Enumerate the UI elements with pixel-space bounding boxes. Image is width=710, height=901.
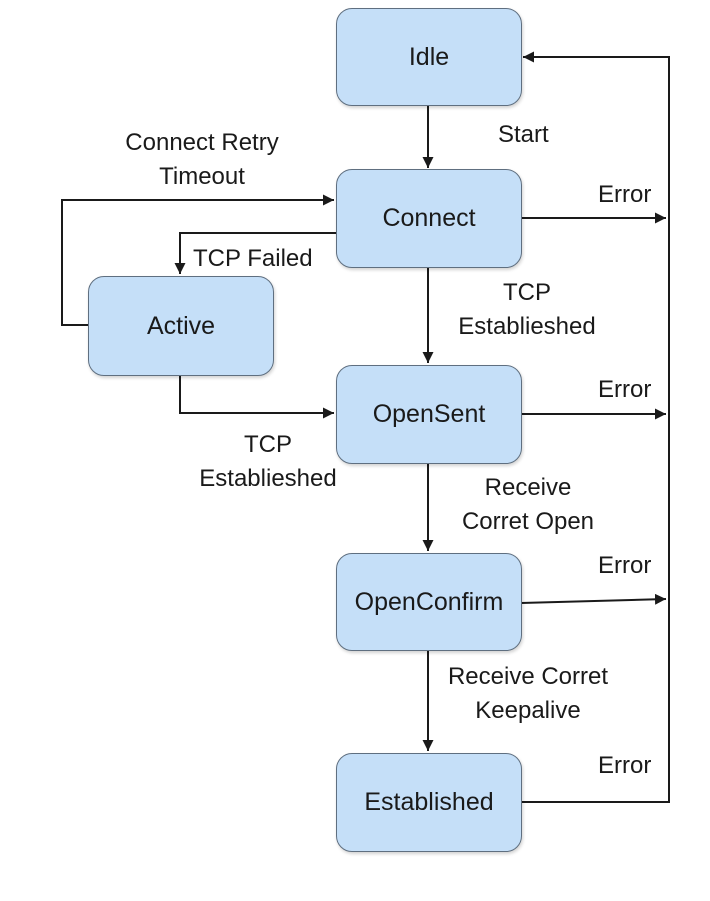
label-error-connect: Error	[598, 181, 652, 208]
state-idle: Idle	[336, 8, 522, 106]
label-retry-line2: Timeout	[159, 163, 245, 190]
label-receive-correct-open: Receive Corret Open	[462, 471, 594, 539]
label-tcp-established-connect: TCP Establieshed	[458, 276, 595, 344]
state-connect: Connect	[336, 169, 522, 268]
label-recv-keep-line1: Receive Corret	[447, 663, 609, 690]
arrow-openconfirm-error	[520, 593, 667, 605]
arrow-active-to-opensent	[179, 376, 334, 419]
state-opensent: OpenSent	[336, 365, 522, 464]
label-error-established: Error	[598, 752, 652, 779]
label-retry-line1: Connect Retry	[125, 129, 279, 156]
label-tcp-est-b-line1: TCP	[244, 431, 292, 458]
label-start: Start	[498, 121, 549, 148]
error-return-bus	[521, 51, 670, 803]
arrow-connect-to-active	[174, 232, 336, 274]
label-tcp-failed: TCP Failed	[193, 245, 313, 272]
label-tcp-est-a-line2: Establieshed	[458, 313, 596, 340]
label-connect-retry-timeout: Connect Retry Timeout	[125, 126, 278, 194]
label-recv-open-line2: Corret Open	[461, 508, 595, 535]
arrow-active-retry-to-connect	[61, 194, 334, 326]
label-tcp-established-active: TCP Establieshed	[199, 428, 336, 496]
label-error-opensent: Error	[598, 376, 652, 403]
state-openconfirm: OpenConfirm	[336, 553, 522, 651]
label-receive-correct-keepalive: Receive Corret Keepalive	[448, 660, 608, 728]
state-established: Established	[336, 753, 522, 852]
label-recv-keep-line2: Keepalive	[475, 697, 581, 724]
label-error-openconfirm: Error	[598, 552, 652, 579]
label-tcp-est-a-line1: TCP	[503, 279, 551, 306]
state-active: Active	[88, 276, 274, 376]
label-recv-open-line1: Receive	[484, 474, 572, 501]
label-tcp-est-b-line2: Establieshed	[199, 465, 337, 492]
